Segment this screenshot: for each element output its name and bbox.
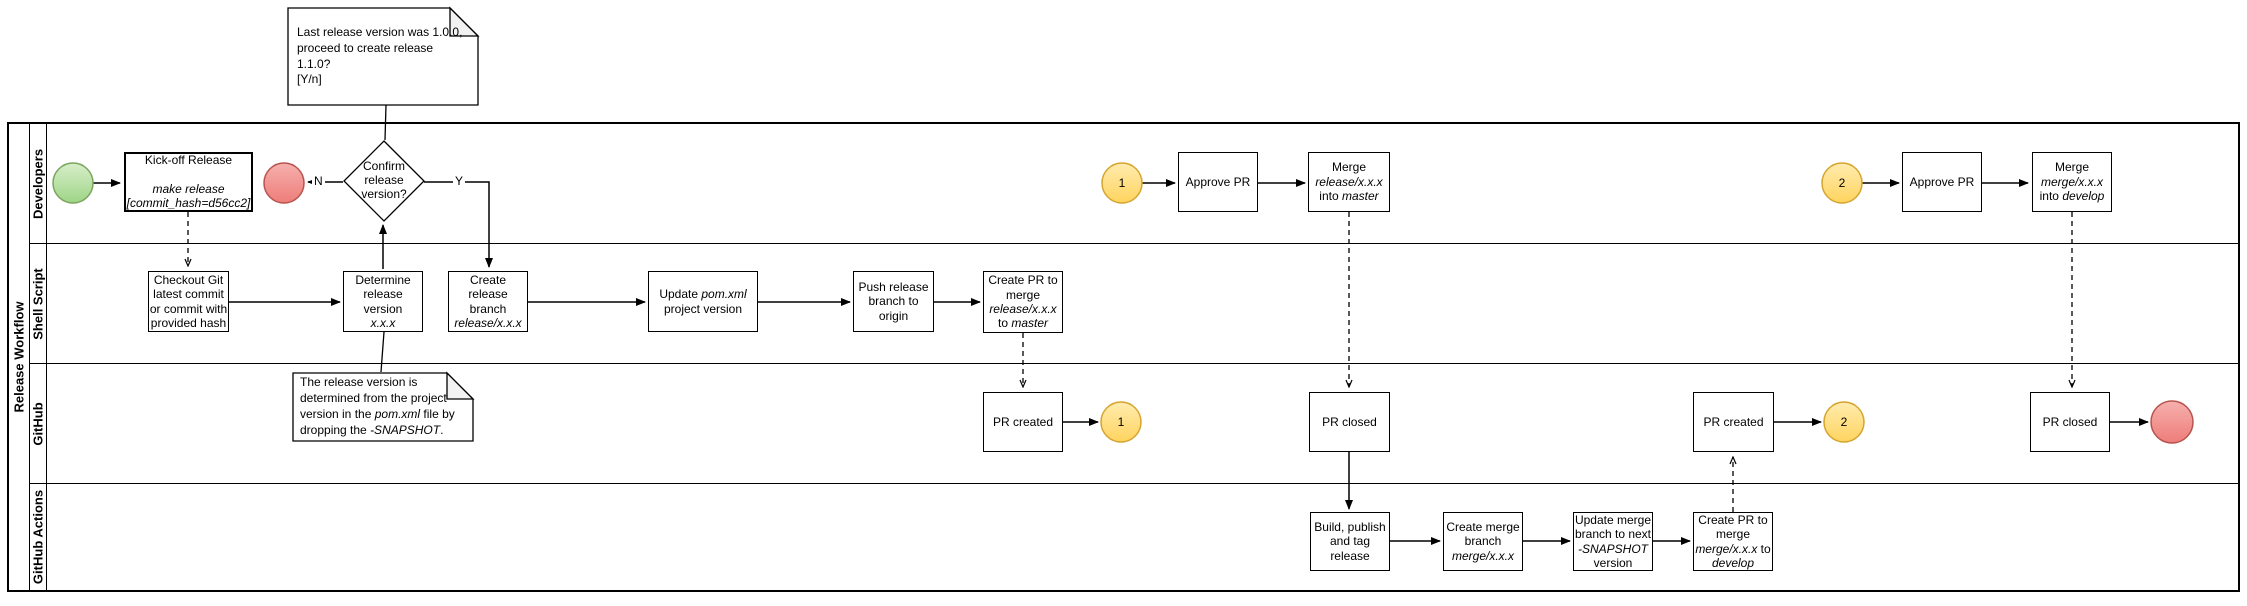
link-event-1-developers-label: 1 xyxy=(1119,176,1126,190)
task-approve-pr-1: Approve PR xyxy=(1178,152,1258,212)
pool-release-workflow: Release Workflow Developers Shell Script… xyxy=(7,122,2240,592)
task-pr-closed-1: PR closed xyxy=(1309,392,1390,452)
lane-divider xyxy=(29,363,2238,364)
lane-divider xyxy=(29,483,2238,484)
link-event-2-github-label: 2 xyxy=(1841,415,1848,429)
note-version-rule-shape xyxy=(292,331,475,442)
task-pr-created-2: PR created xyxy=(1693,392,1774,452)
end-event-abort xyxy=(263,162,305,204)
pool-title-cell: Release Workflow xyxy=(9,124,30,590)
message-flows xyxy=(188,212,2072,512)
link-event-1-github xyxy=(1100,401,1142,443)
branch-label-yes: Y xyxy=(453,174,466,188)
link-event-2-developers xyxy=(1821,162,1863,204)
link-event-1-developers xyxy=(1101,162,1143,204)
link-event-1-github-label: 1 xyxy=(1118,415,1125,429)
link-event-2-github xyxy=(1823,401,1865,443)
task-pr-created-1: PR created xyxy=(983,392,1063,452)
lane-label-developers: Developers xyxy=(29,124,47,244)
branch-label-no: N xyxy=(312,174,325,188)
task-pr-closed-2: PR closed xyxy=(2030,392,2110,452)
start-event xyxy=(52,162,94,204)
gateway-confirm-release-shape xyxy=(343,140,425,222)
lane-divider xyxy=(29,243,2238,244)
lane-label-shell-script: Shell Script xyxy=(29,244,47,364)
link-event-2-developers-label: 2 xyxy=(1839,176,1846,190)
note-release-prompt: Last release version was 1.0.0,proceed t… xyxy=(297,24,463,87)
lane-label-github: GitHub xyxy=(29,364,47,484)
sequence-flows xyxy=(93,178,2149,545)
lane-label-github-actions: GitHub Actions xyxy=(29,484,47,590)
task-approve-pr-2: Approve PR xyxy=(1902,152,1982,212)
note-release-prompt-shape xyxy=(287,6,480,141)
end-event-done xyxy=(2150,400,2194,444)
